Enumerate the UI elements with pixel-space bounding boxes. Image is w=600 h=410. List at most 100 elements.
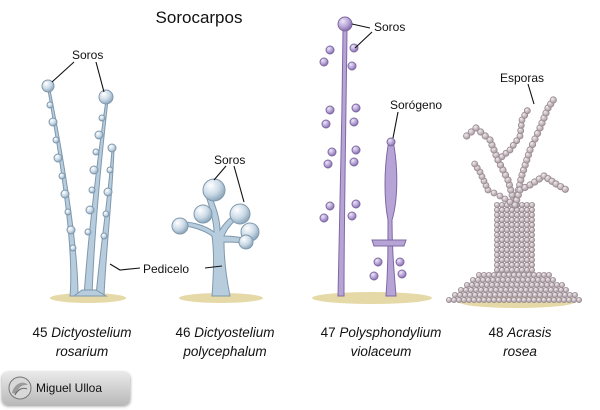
spore-bead — [499, 276, 506, 283]
spore-bead — [503, 211, 510, 218]
spore-bead — [537, 291, 544, 298]
spore-bead — [472, 124, 480, 132]
spore-bead — [514, 221, 521, 228]
spore-bead — [489, 276, 496, 283]
spore-bead — [455, 296, 462, 303]
spore-bead — [525, 276, 532, 283]
spore-bead — [536, 271, 543, 278]
spore-bead — [503, 266, 510, 273]
spore-bead — [485, 271, 492, 278]
spore-bead — [519, 246, 526, 253]
spore-bead — [498, 211, 505, 218]
caption-45-species: rosarium — [55, 344, 109, 359]
spore-bead — [515, 276, 522, 283]
caption-48-number: 48 — [488, 325, 504, 340]
spore-bead — [543, 286, 550, 293]
spore-bead — [491, 291, 498, 298]
spore-bead — [472, 286, 479, 293]
spore-bead — [493, 201, 500, 208]
spore-bead — [519, 256, 526, 263]
spore-bead — [498, 256, 505, 263]
spore-bead — [503, 231, 510, 238]
spore-bead — [524, 226, 531, 233]
caption-46-species: polycephalum — [183, 344, 267, 359]
ground-45 — [50, 293, 126, 303]
caption-47: 47 Polysphondylium violaceum — [306, 323, 456, 361]
spore-bead — [475, 271, 482, 278]
spore-bead — [445, 296, 452, 303]
spore-bead — [503, 241, 510, 248]
caption-45-genus: Dictyostelium — [51, 325, 132, 340]
spore-bead — [509, 141, 517, 149]
spore-bead — [524, 206, 531, 213]
spore-bead — [466, 291, 473, 298]
spore-bead — [519, 226, 526, 233]
spore-bead — [498, 201, 505, 208]
spore-bead — [465, 296, 472, 303]
spore-bead — [477, 128, 485, 136]
spore-bead — [529, 281, 536, 288]
spore-bead — [557, 291, 564, 298]
spore-bead — [549, 281, 556, 288]
spore-bead — [510, 271, 517, 278]
spore-bead — [498, 231, 505, 238]
spore-bead — [463, 132, 471, 140]
spore-bead — [498, 246, 505, 253]
spore-bead — [513, 286, 520, 293]
spore-bead — [474, 276, 481, 283]
spore-bead — [490, 296, 497, 303]
spore-bead — [508, 251, 515, 258]
spore-bead — [516, 271, 523, 278]
spore-bead — [490, 271, 497, 278]
spore-bead — [545, 276, 552, 283]
spore-bead — [508, 211, 515, 218]
spore-bead — [544, 281, 551, 288]
spore-bead — [486, 291, 493, 298]
spore-bead — [526, 296, 533, 303]
caption-47-number: 47 — [320, 325, 336, 340]
spore-bead — [480, 271, 487, 278]
spore-bead — [505, 296, 512, 303]
spore-bead — [514, 256, 521, 263]
spore-bead — [519, 206, 526, 213]
spore-bead — [529, 216, 536, 223]
spore-bead — [542, 291, 549, 298]
caption-45-number: 45 — [32, 325, 48, 340]
spore-bead — [469, 276, 476, 283]
spore-bead — [508, 266, 515, 273]
spore-bead — [503, 281, 510, 288]
spore-bead — [503, 206, 510, 213]
spore-bead — [552, 291, 559, 298]
spore-bead — [493, 266, 500, 273]
spore-bead — [529, 246, 536, 253]
spore-bead — [493, 246, 500, 253]
spore-bead — [505, 271, 512, 278]
spore-bead — [500, 296, 507, 303]
spore-bead — [456, 291, 463, 298]
spore-bead — [479, 276, 486, 283]
spore-bead — [550, 276, 557, 283]
spore-bead — [524, 216, 531, 223]
spore-bead — [571, 296, 578, 303]
spore-bead — [508, 256, 515, 263]
caption-47-species: violaceum — [350, 344, 412, 359]
spore-bead — [514, 281, 521, 288]
spore-bead — [493, 251, 500, 258]
spore-bead — [503, 251, 510, 258]
spore-bead — [519, 211, 526, 218]
spore-bead — [547, 291, 554, 298]
caption-48-genus: Acrasis — [507, 325, 552, 340]
spore-bead — [524, 231, 531, 238]
label-soros-47: Soros — [374, 20, 406, 34]
spore-bead — [519, 236, 526, 243]
spore-bead — [528, 286, 535, 293]
spore-bead — [519, 266, 526, 273]
spore-bead — [493, 206, 500, 213]
spore-bead — [471, 160, 479, 168]
label-soros-46: Soros — [214, 153, 246, 167]
spore-bead — [508, 226, 515, 233]
spore-bead — [534, 281, 541, 288]
spore-bead — [524, 241, 531, 248]
spore-bead — [461, 291, 468, 298]
spore-bead — [519, 261, 526, 268]
